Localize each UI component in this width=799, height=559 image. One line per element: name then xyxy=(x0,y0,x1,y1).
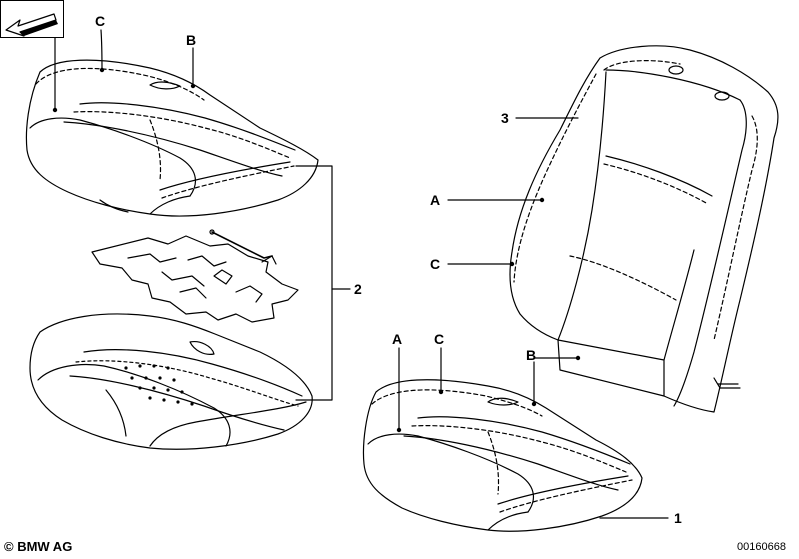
leader-lines xyxy=(54,29,669,519)
label-b-bottom: B xyxy=(526,347,536,363)
label-c-bottom: C xyxy=(434,331,444,347)
label-c-backrest: C xyxy=(430,256,440,272)
label-a-bottom: A xyxy=(392,331,402,347)
label-a-backrest: A xyxy=(430,192,440,208)
label-c-top: C xyxy=(95,13,105,29)
heating-element xyxy=(91,229,299,323)
reference-number: 00160668 xyxy=(737,541,786,553)
leader-dots xyxy=(52,67,581,433)
seat-cover-top xyxy=(25,59,319,217)
label-part-3: 3 xyxy=(501,110,509,126)
label-part-1: 1 xyxy=(674,510,682,526)
label-b-top: B xyxy=(186,32,196,48)
copyright-text: © BMW AG xyxy=(4,539,73,554)
seat-cushion-bottom xyxy=(29,313,313,450)
perforation-dots xyxy=(124,364,194,406)
arrow-down-left-icon[interactable] xyxy=(0,0,64,38)
bracket-part-2 xyxy=(295,165,333,401)
seat-cover-complete xyxy=(362,379,643,532)
label-part-2: 2 xyxy=(354,281,362,297)
backrest-cover xyxy=(509,45,779,413)
